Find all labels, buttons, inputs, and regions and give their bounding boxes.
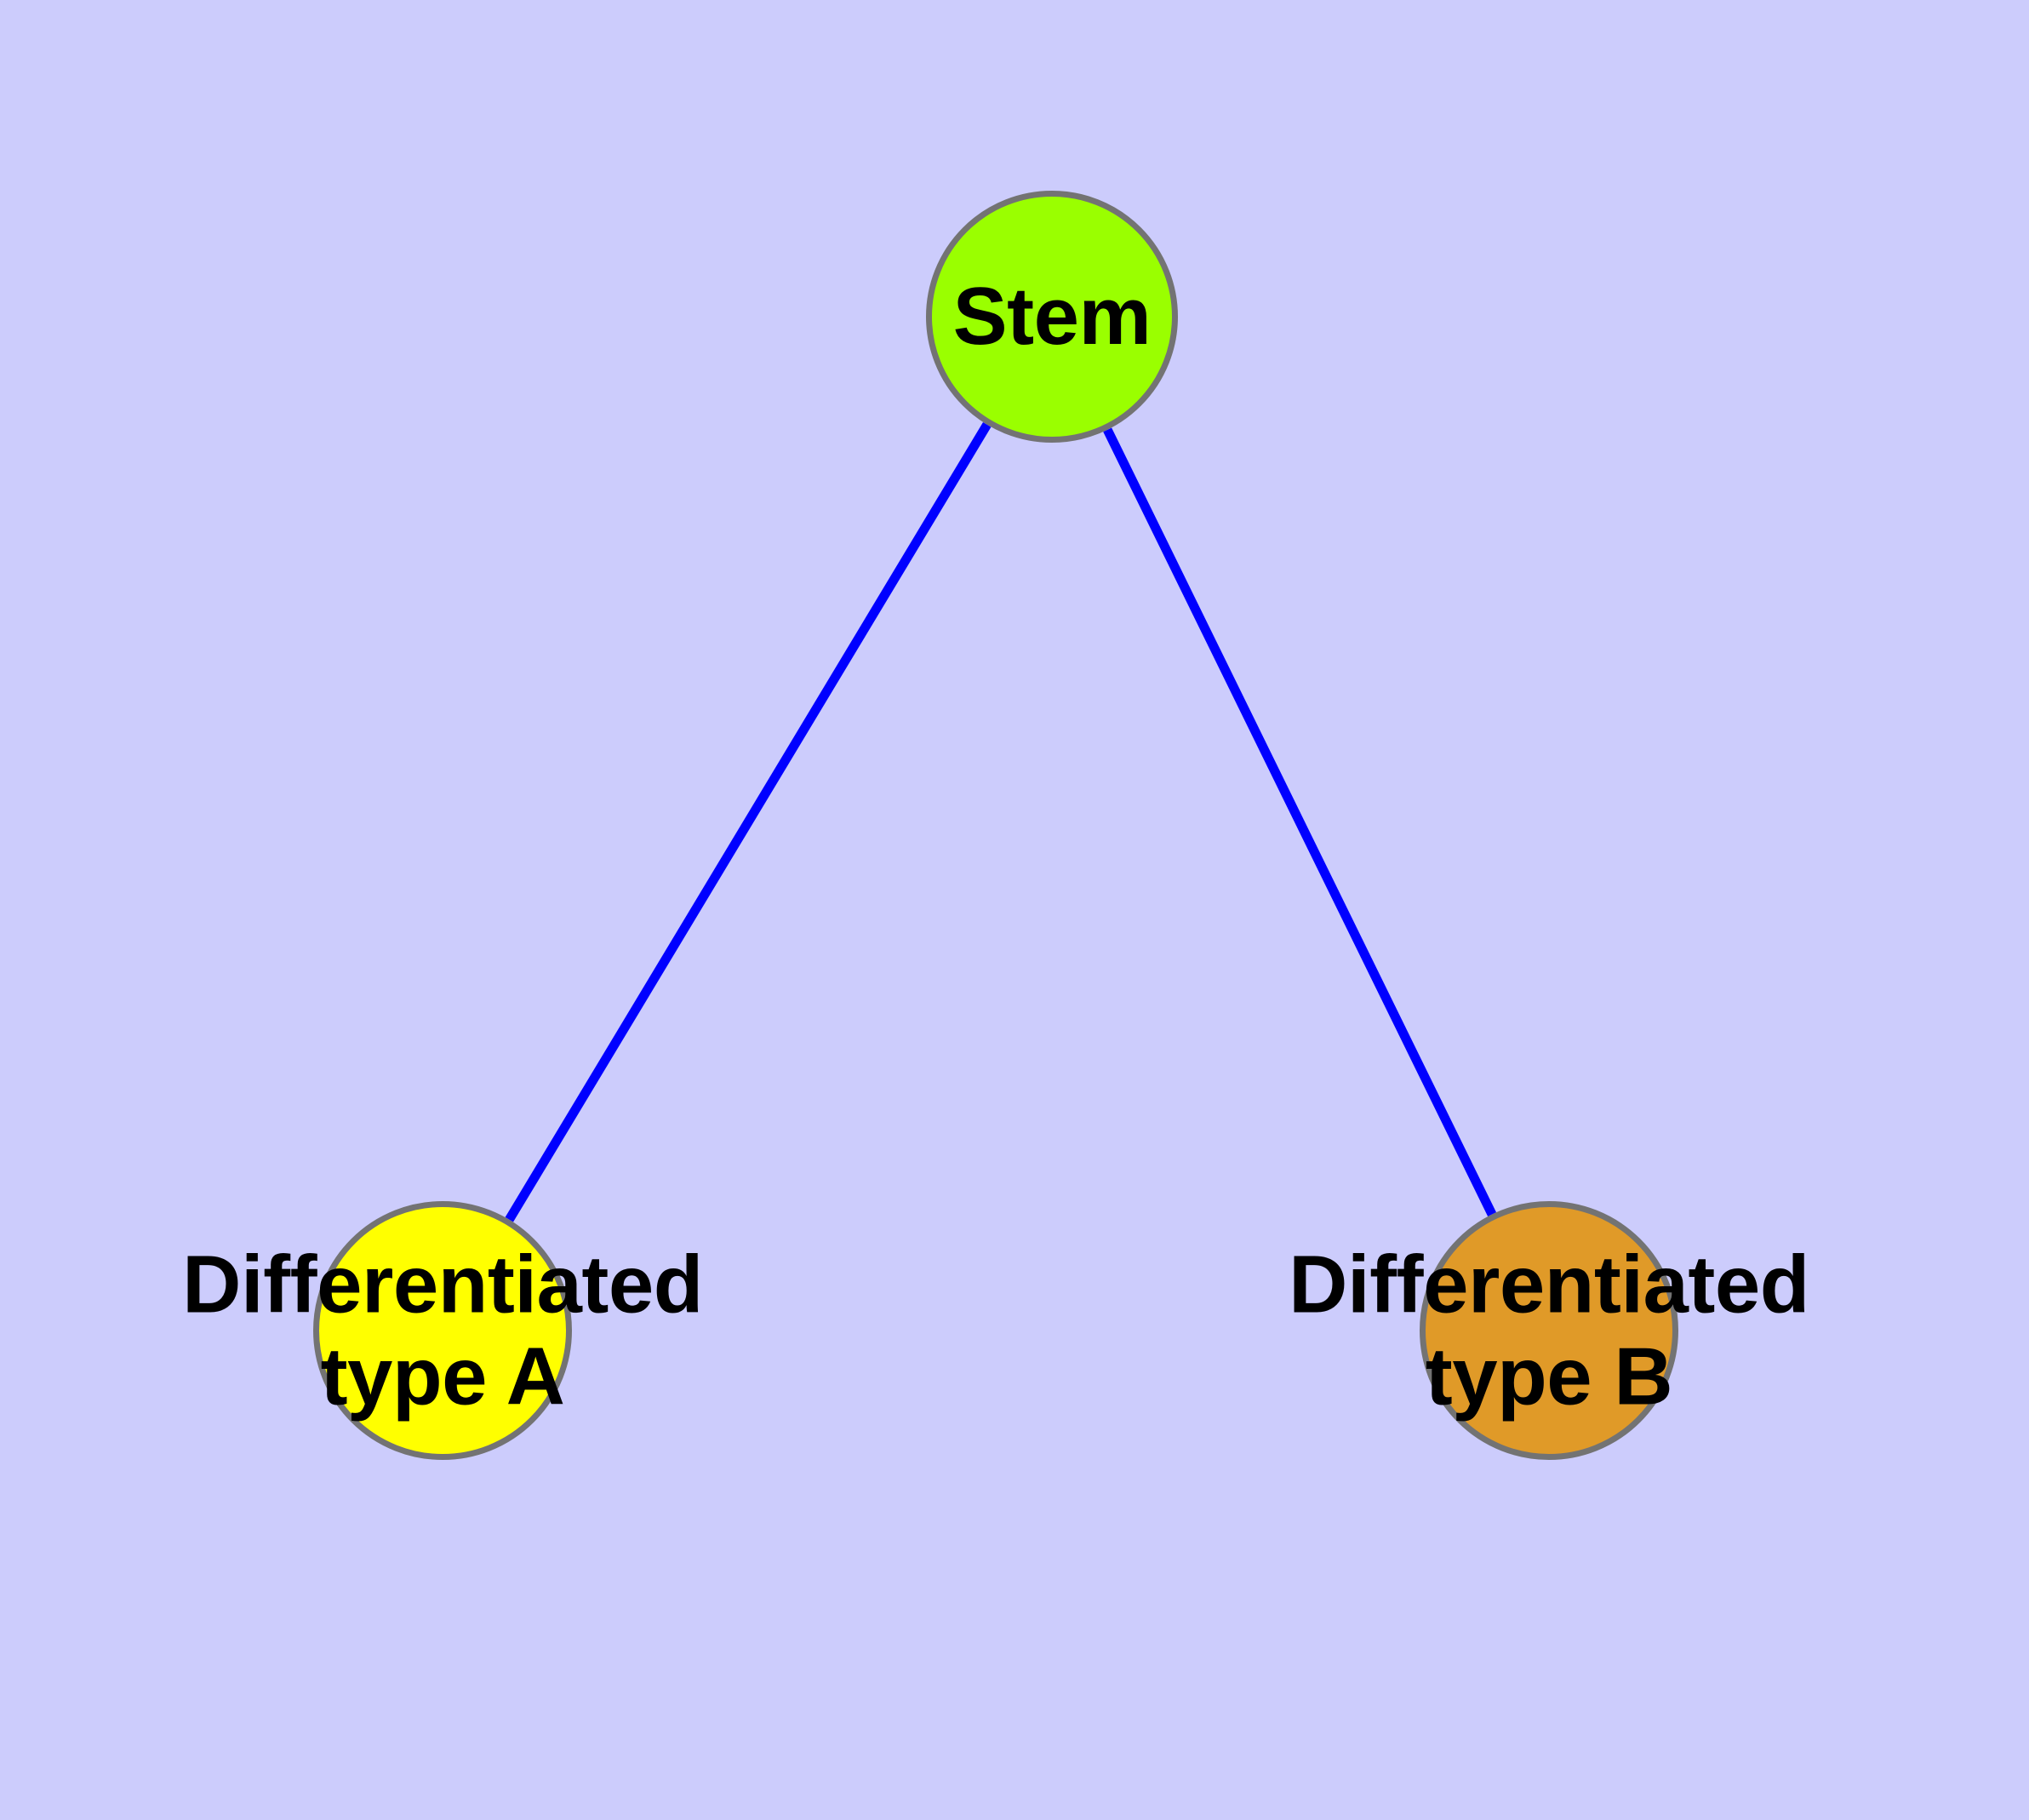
edge-stem-to-differentiated-type-a[interactable]: [505, 422, 992, 1222]
edge-stem-to-differentiated-type-b[interactable]: [1103, 427, 1497, 1216]
node-stem[interactable]: [926, 191, 1178, 443]
node-differentiated-type-a[interactable]: [313, 1201, 572, 1460]
node-layer: [313, 191, 1678, 1460]
edge-layer: [505, 422, 1497, 1222]
node-differentiated-type-b[interactable]: [1420, 1201, 1678, 1460]
